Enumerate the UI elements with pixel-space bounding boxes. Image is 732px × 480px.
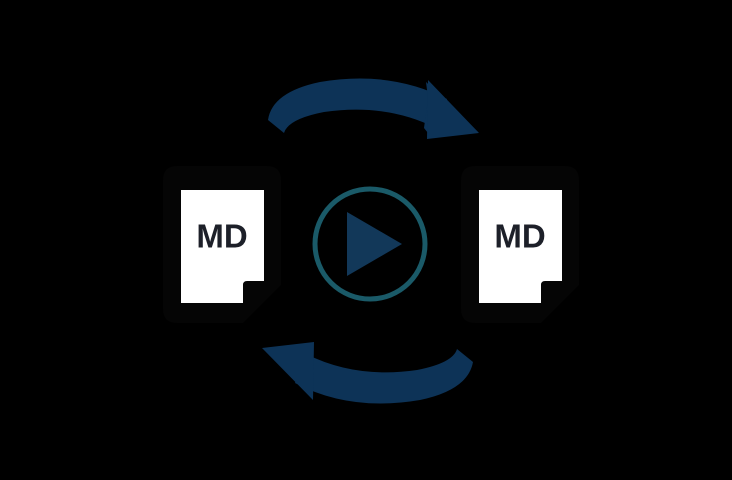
curved-arrow-right-icon bbox=[268, 78, 447, 133]
source-document-label: MD bbox=[196, 218, 247, 255]
curved-arrow-left-icon bbox=[295, 349, 473, 404]
reverse-arrow bbox=[262, 342, 473, 404]
target-document: MD bbox=[461, 166, 579, 323]
source-document: MD bbox=[163, 166, 281, 323]
target-document-label: MD bbox=[494, 218, 545, 255]
forward-arrow bbox=[268, 78, 479, 139]
play-button-ring bbox=[312, 186, 428, 302]
source-document-page bbox=[181, 190, 264, 303]
reverse-arrow-head bbox=[262, 342, 314, 400]
forward-arrow-head-fill bbox=[427, 80, 479, 139]
play-icon bbox=[347, 212, 402, 276]
play-button[interactable] bbox=[312, 186, 428, 302]
target-document-page bbox=[479, 190, 562, 303]
